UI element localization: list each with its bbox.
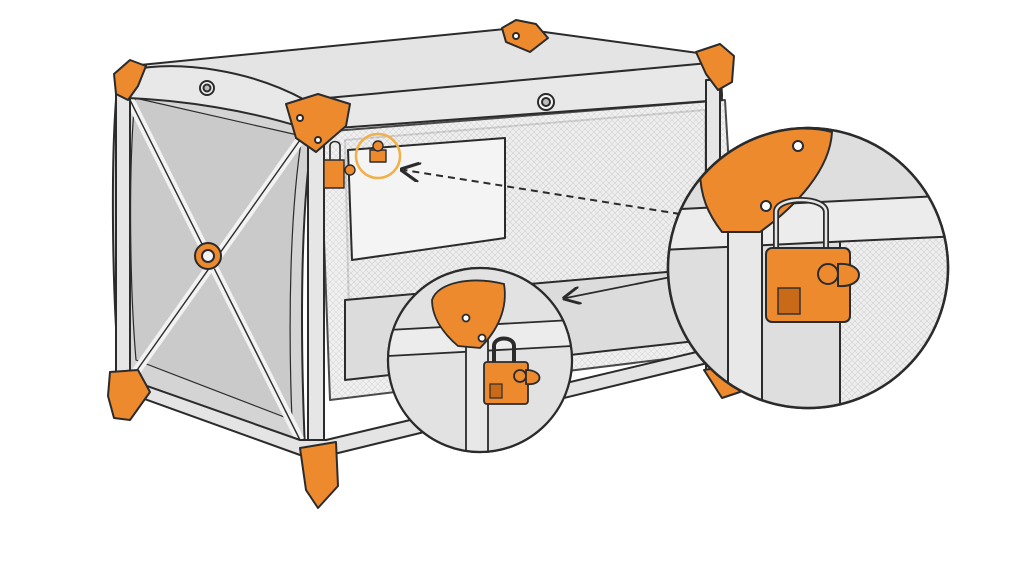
zoom-small-corner-cap bbox=[431, 279, 506, 349]
highlight-knob bbox=[369, 149, 387, 163]
corner-cap-front-left bbox=[285, 93, 351, 153]
zoom-small-lock-knob bbox=[513, 369, 527, 383]
corner-cap-top-center bbox=[501, 19, 549, 53]
zoom-large-lock-knob bbox=[817, 263, 839, 285]
foot-front-left bbox=[299, 441, 339, 509]
zoom-callout-large bbox=[666, 126, 950, 410]
corner-cap-back-right bbox=[695, 43, 735, 91]
zoom-large-post bbox=[727, 199, 763, 408]
highlight-ring bbox=[354, 132, 402, 180]
zoom-large-mesh bbox=[839, 213, 948, 408]
solid-pointer-arrow bbox=[566, 275, 677, 298]
foot-back-left bbox=[107, 369, 151, 421]
front-left-post bbox=[307, 109, 325, 456]
zoom-callout-small bbox=[386, 266, 574, 454]
post-lock-body bbox=[323, 159, 345, 189]
zoom-small-shackle bbox=[492, 336, 516, 368]
corner-cap-back-left bbox=[113, 59, 147, 101]
dashed-pointer-arrow bbox=[404, 170, 681, 215]
back-left-post bbox=[115, 79, 131, 391]
inner-window-frame bbox=[347, 137, 506, 261]
cot-top-rail-front bbox=[127, 61, 723, 131]
travel-cot bbox=[107, 19, 741, 509]
